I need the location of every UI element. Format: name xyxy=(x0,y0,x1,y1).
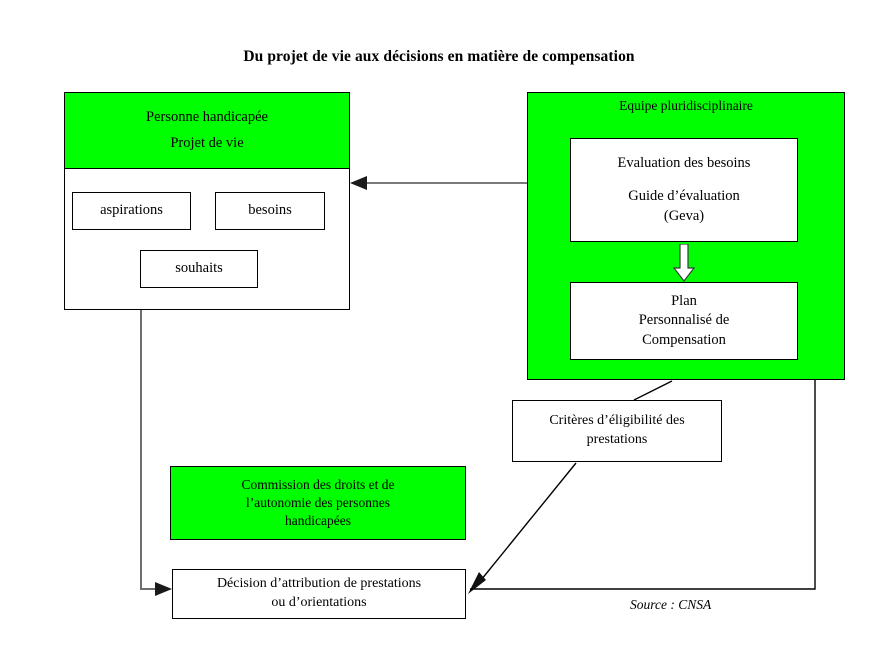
souhaits-label: souhaits xyxy=(175,260,223,277)
source-note: Source : CNSA xyxy=(630,597,712,612)
commission-box: Commission des droits et de l’autonomie … xyxy=(170,466,466,540)
criteres-to-decision-arrow xyxy=(468,462,577,594)
souhaits-box: souhaits xyxy=(140,250,258,288)
plan-line2: Personnalisé de xyxy=(638,312,730,329)
decision-line1: Décision d’attribution de prestations xyxy=(216,576,422,592)
criteres-line1: Critères d’éligibilité des xyxy=(549,413,685,429)
person-panel-header: Personne handicapée Projet de vie xyxy=(65,93,349,169)
decision-line2: ou d’orientations xyxy=(271,595,367,610)
evaluation-line1: Evaluation des besoins xyxy=(617,154,751,171)
evaluation-to-plan-arrow xyxy=(673,244,695,282)
multidisciplinary-team-title: Equipe pluridisciplinaire xyxy=(619,98,753,113)
criteres-box: Critères d’éligibilité des prestations xyxy=(512,400,722,462)
evaluation-line3: (Geva) xyxy=(663,207,705,224)
besoins-label: besoins xyxy=(248,202,292,219)
person-panel-header-line1: Personne handicapée xyxy=(146,109,268,126)
aspirations-box: aspirations xyxy=(72,192,191,230)
evaluation-box: Evaluation des besoins Guide d’évaluatio… xyxy=(570,138,798,242)
person-to-team-double-arrow xyxy=(350,176,544,190)
plan-line1: Plan xyxy=(671,292,697,309)
plan-box: Plan Personnalisé de Compensation xyxy=(570,282,798,360)
plan-line3: Compensation xyxy=(642,331,726,348)
commission-line3: handicapées xyxy=(285,513,351,529)
person-to-decision-arrow xyxy=(140,310,172,596)
besoins-box: besoins xyxy=(215,192,325,230)
person-panel-header-line2: Projet de vie xyxy=(170,134,244,151)
decision-box: Décision d’attribution de prestations ou… xyxy=(172,569,466,619)
aspirations-label: aspirations xyxy=(100,202,163,219)
evaluation-line2: Guide d’évaluation xyxy=(628,188,740,205)
team-to-criteres-line xyxy=(633,380,673,401)
page-title: Du projet de vie aux décisions en matièr… xyxy=(243,48,635,65)
criteres-line2: prestations xyxy=(586,432,648,447)
commission-line1: Commission des droits et de xyxy=(241,476,395,492)
commission-line2: l’autonomie des personnes xyxy=(246,494,390,510)
